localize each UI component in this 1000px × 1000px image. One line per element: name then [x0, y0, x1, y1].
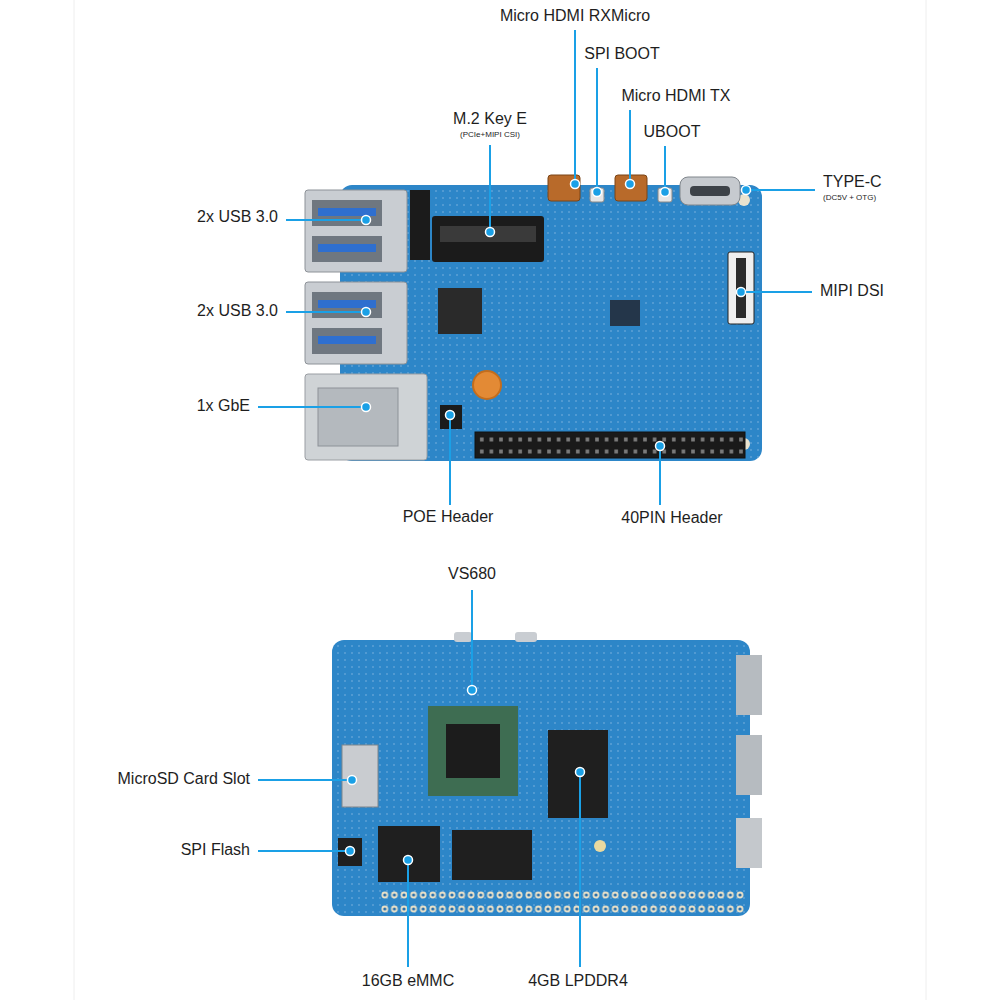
- port-label: Micro HDMI RXMicro: [500, 7, 650, 25]
- port-label: 2x USB 3.0: [197, 208, 278, 226]
- port-label: 2x USB 3.0: [197, 302, 278, 320]
- port-label: UBOOT: [644, 123, 701, 141]
- port-sublabel: (DC5V + OTG): [823, 193, 876, 202]
- port-label: 40PIN Header: [621, 509, 722, 527]
- port-label: M.2 Key E: [453, 110, 527, 128]
- port-sublabel: (PCIe+MIPI CSI): [460, 130, 520, 139]
- port-label: Micro HDMI TX: [621, 87, 730, 105]
- port-label: POE Header: [403, 508, 494, 526]
- part-label: MicroSD Card Slot: [118, 770, 250, 788]
- chip-label: 4GB LPDDR4: [528, 972, 628, 990]
- port-label: SPI BOOT: [584, 45, 660, 63]
- port-label: 1x GbE: [197, 397, 250, 415]
- chip-label: VS680: [448, 565, 496, 583]
- port-label: TYPE-C: [823, 173, 882, 191]
- chip-label: 16GB eMMC: [362, 972, 454, 990]
- port-label: MIPI DSI: [820, 282, 884, 300]
- part-label: SPI Flash: [181, 841, 250, 859]
- leader-lines: [258, 30, 815, 967]
- leader-dots: [346, 180, 751, 865]
